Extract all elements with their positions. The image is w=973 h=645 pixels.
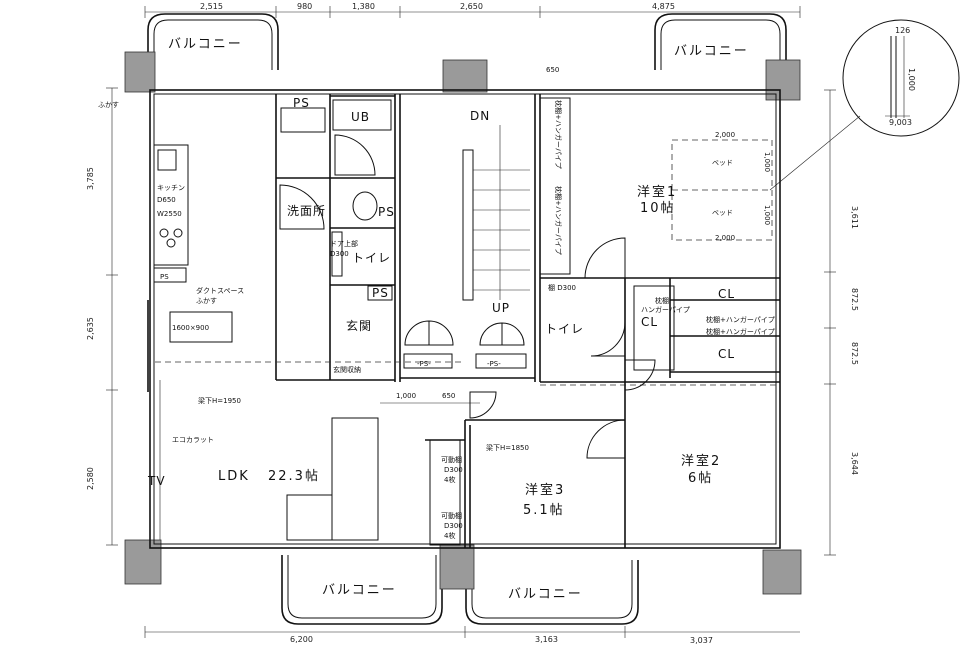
kitchen: キッチン D650 W2550 PS 1600×900 — [153, 144, 233, 343]
bed-dim-side1: 1,000 — [763, 152, 771, 172]
bottom-dim-3: 3,037 — [690, 636, 713, 645]
balcony-top-left: バルコニー — [168, 37, 243, 52]
left-dimensions: 3,785 2,635 2,580 — [86, 87, 118, 546]
bed-label-1: ベッド — [712, 159, 733, 167]
top-dim-2: 980 — [297, 2, 312, 11]
kitchen-label: キッチン — [157, 184, 185, 192]
bottom-dim-1: 6,200 — [290, 635, 313, 644]
misc-labels: PS PS PS -PS- -PS- ふかす ダクトスペース ふかす 梁下H=1… — [98, 96, 775, 540]
doors — [279, 134, 656, 459]
movable-shelf-1: 可動棚 — [441, 455, 462, 464]
door-top-label: ドア上部 — [330, 239, 358, 248]
shelf-hanger-label-3: 枕棚+ハンガーパイプ — [554, 100, 563, 169]
entrance-label: 玄関 — [346, 318, 372, 333]
stair-up: UP — [492, 301, 510, 315]
bed-dim-side2: 1,000 — [763, 205, 771, 225]
balcony-bottom-right: バルコニー — [508, 587, 583, 602]
ps-label-2: PS — [293, 96, 310, 110]
island-size: 1600×900 — [172, 324, 209, 332]
top-dim-1: 2,515 — [200, 2, 223, 11]
detail-dim-2: 1,000 — [907, 68, 916, 91]
bed-dim-bottom: 2,000 — [715, 234, 735, 242]
stair-dim: 650 — [546, 66, 559, 74]
bedroom1-name: 洋室1 — [637, 184, 677, 200]
kitchen-width: W2550 — [157, 210, 182, 218]
pillars — [124, 51, 802, 595]
fukasu-label-2: ふかす — [196, 297, 217, 305]
bedroom2-size: 6帖 — [688, 471, 713, 486]
movable-shelf-2-depth: D300 — [444, 522, 463, 530]
movable-shelf-1-depth: D300 — [444, 466, 463, 474]
unit-bath-label: UB — [351, 110, 370, 124]
shelf-depth-label: 棚 D300 — [548, 283, 576, 292]
shelf-label: 枕棚 — [655, 296, 669, 305]
kitchen-ps: PS — [160, 273, 169, 281]
detail-dim-1: 126 — [895, 26, 910, 35]
bottom-dimensions: 6,200 3,163 3,037 — [144, 626, 800, 645]
tv-label: TV — [147, 474, 166, 488]
bed-label-2: ベッド — [712, 209, 733, 217]
door-depth-label: D300 — [330, 250, 349, 258]
stair-down: DN — [470, 109, 490, 123]
left-dim-2: 2,635 — [86, 317, 95, 340]
toilet2-label: トイレ — [545, 322, 584, 336]
top-dim-4: 2,650 — [460, 2, 483, 11]
closet-1: CL — [718, 287, 735, 301]
dim-1000: 1,000 — [396, 392, 416, 400]
bed1-bed: ベッド ベッド 2,000 2,000 1,000 1,000 — [671, 131, 773, 242]
ps-label-3: PS — [378, 205, 395, 219]
top-dimensions: 2,515 980 1,380 2,650 4,875 — [144, 2, 801, 18]
shelf-hanger-label-1: 枕棚+ハンガーパイプ — [706, 315, 775, 324]
right-dim-2: 872.5 — [850, 288, 859, 311]
bedroom3-name: 洋室3 — [525, 482, 565, 498]
left-dim-1: 3,785 — [86, 167, 95, 190]
right-dim-4: 3,644 — [850, 452, 859, 475]
fixtures — [280, 97, 675, 371]
hanger-label: ハンガーパイプ — [641, 305, 690, 314]
movable-shelf-2: 可動棚 — [441, 511, 462, 520]
detail-dim-3: 9,003 — [889, 118, 912, 127]
shelf-hanger-label-4: 枕棚+ハンガーパイプ — [554, 186, 563, 255]
closet-3: CL — [718, 347, 735, 361]
movable-shelf-2-count: 4枚 — [444, 531, 455, 540]
right-dim-1: 3,611 — [850, 206, 859, 229]
duct-space-label: ダクトスペース — [196, 286, 244, 295]
bedroom2-name: 洋室2 — [681, 453, 721, 469]
kitchen-depth: D650 — [157, 196, 176, 204]
dim-650: 650 — [442, 392, 455, 400]
ps-label-4: PS — [372, 286, 389, 300]
balcony-top-right: バルコニー — [674, 44, 749, 59]
top-dim-3: 1,380 — [352, 2, 375, 11]
entrance-storage-label: 玄関収納 — [333, 365, 361, 374]
left-dim-3: 2,580 — [86, 467, 95, 490]
ldk-size: 22.3帖 — [268, 469, 320, 484]
right-dim-3: 872.5 — [850, 342, 859, 365]
washroom-label: 洗面所 — [287, 204, 326, 218]
ldk-name: LDK — [218, 469, 250, 484]
bedroom1-size: 10帖 — [640, 201, 676, 216]
ldk-furniture — [155, 361, 780, 541]
closet-2: CL — [641, 315, 658, 329]
bed-dim-top: 2,000 — [715, 131, 735, 139]
balcony-bottom-left: バルコニー — [322, 583, 397, 598]
toilet1-label: トイレ — [352, 251, 391, 265]
stairs: DN UP 650 — [462, 66, 559, 315]
wall-detail: 126 1,000 9,003 — [769, 19, 960, 191]
beam-height-1: 梁下H=1950 — [198, 396, 241, 405]
beam-height-2: 梁下H=1850 — [486, 443, 529, 452]
bedroom3-size: 5.1帖 — [523, 503, 565, 518]
room-labels: 洋室1 10帖 洋室2 6帖 洋室3 5.1帖 LDK 22.3帖 洗面所 トイ… — [218, 110, 721, 518]
shelf-hanger-label-2: 枕棚+ハンガーパイプ — [706, 327, 775, 336]
ecocarat-label: エコカラット — [172, 436, 214, 444]
right-dimensions: 3,611 872.5 872.5 3,644 — [824, 89, 859, 556]
bottom-dim-2: 3,163 — [535, 635, 558, 644]
ps-label-5: -PS- — [417, 360, 431, 368]
fukasu-label-1: ふかす — [98, 101, 119, 109]
movable-shelf-1-count: 4枚 — [444, 475, 455, 484]
top-dim-5: 4,875 — [652, 2, 675, 11]
ps-label-6: -PS- — [487, 360, 501, 368]
balconies: バルコニー バルコニー バルコニー バルコニー — [147, 13, 787, 625]
